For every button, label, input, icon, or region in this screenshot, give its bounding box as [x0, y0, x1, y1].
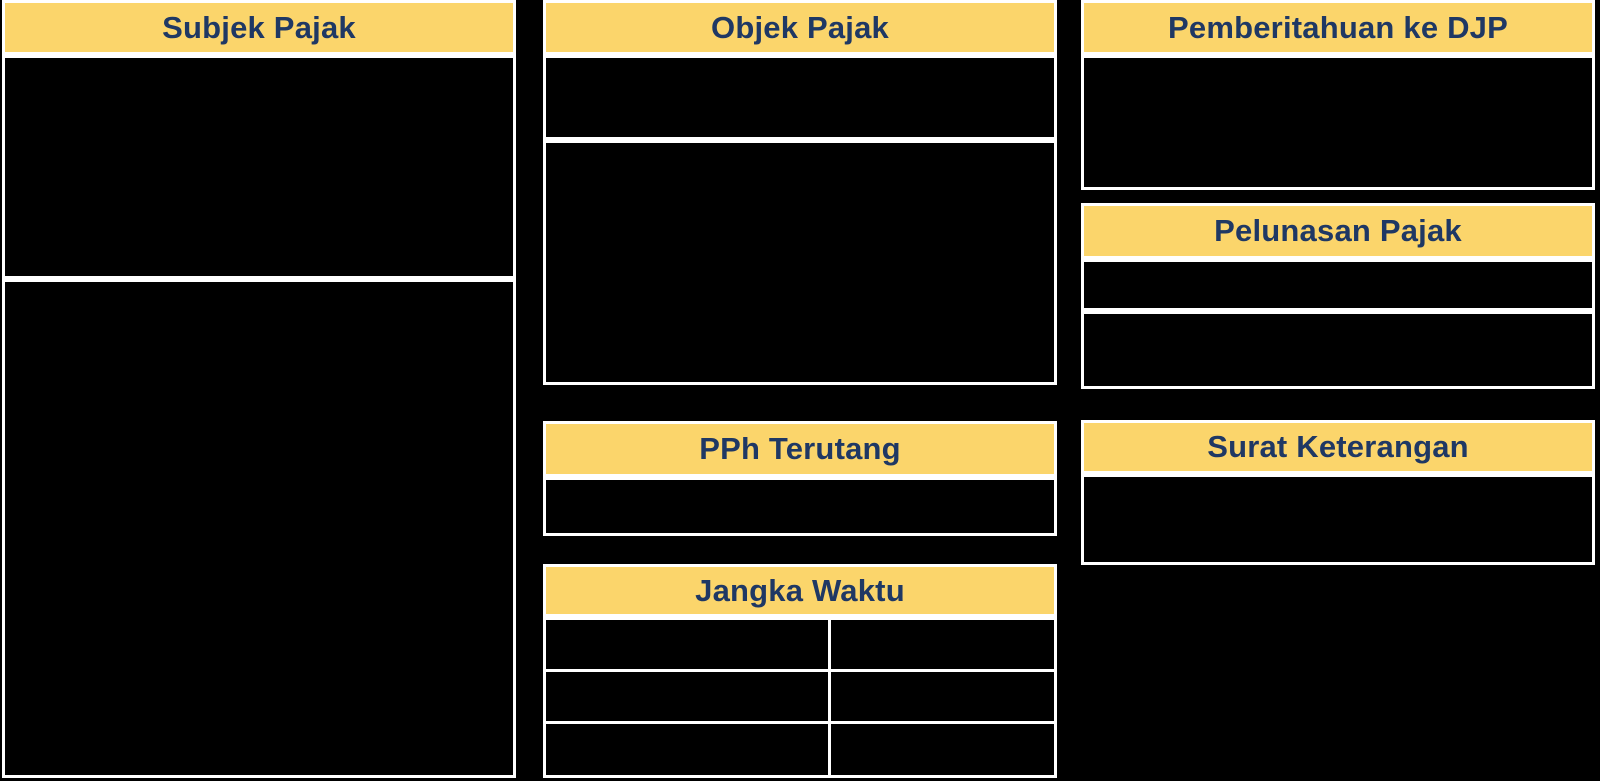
jangka-waktu-cell-r1c1 — [543, 617, 831, 672]
pelunasan-pajak-panel-1 — [1081, 259, 1595, 311]
pelunasan-pajak-title: Pelunasan Pajak — [1214, 213, 1462, 248]
pelunasan-pajak-header: Pelunasan Pajak — [1081, 203, 1595, 259]
surat-keterangan-title: Surat Keterangan — [1207, 429, 1469, 464]
pph-terutang-header: PPh Terutang — [543, 421, 1057, 477]
jangka-waktu-header: Jangka Waktu — [543, 564, 1057, 617]
pph-terutang-panel — [543, 477, 1057, 536]
objek-pajak-panel-1 — [543, 55, 1057, 140]
jangka-waktu-cell-r2c1 — [543, 669, 831, 724]
subjek-pajak-title: Subjek Pajak — [162, 9, 356, 45]
pelunasan-pajak-panel-2 — [1081, 311, 1595, 389]
surat-keterangan-header: Surat Keterangan — [1081, 420, 1595, 474]
pph-terutang-title: PPh Terutang — [699, 431, 901, 466]
objek-pajak-panel-2 — [543, 140, 1057, 385]
pemberitahuan-djp-title: Pemberitahuan ke DJP — [1168, 9, 1508, 45]
jangka-waktu-title: Jangka Waktu — [695, 572, 905, 608]
pemberitahuan-djp-header: Pemberitahuan ke DJP — [1081, 0, 1595, 55]
jangka-waktu-cell-r1c2 — [828, 617, 1057, 672]
subjek-pajak-panel-1 — [2, 55, 516, 279]
objek-pajak-header: Objek Pajak — [543, 0, 1057, 55]
jangka-waktu-cell-r2c2 — [828, 669, 1057, 724]
jangka-waktu-cell-r3c2 — [828, 721, 1057, 778]
subjek-pajak-panel-2 — [2, 279, 516, 778]
surat-keterangan-panel — [1081, 474, 1595, 565]
jangka-waktu-cell-r3c1 — [543, 721, 831, 778]
objek-pajak-title: Objek Pajak — [711, 9, 889, 45]
pemberitahuan-djp-panel — [1081, 55, 1595, 190]
subjek-pajak-header: Subjek Pajak — [2, 0, 516, 55]
